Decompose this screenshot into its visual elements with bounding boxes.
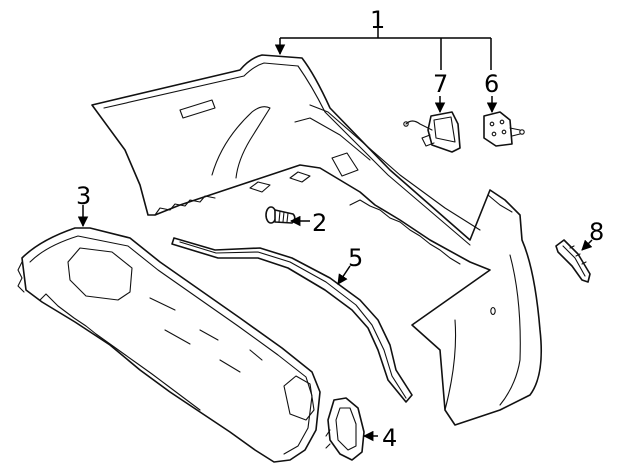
callout-5: 5	[348, 244, 363, 272]
side-bracket[interactable]	[555, 239, 591, 283]
callout-2: 2	[312, 209, 327, 237]
leader-lines	[77, 26, 593, 442]
callout-3: 3	[76, 182, 91, 210]
callout-6: 6	[484, 70, 499, 98]
callout-1: 1	[370, 6, 385, 34]
retaining-screw[interactable]	[265, 206, 296, 224]
parking-sensor-bracket[interactable]	[403, 111, 461, 153]
lower-diffuser-panel[interactable]	[17, 227, 321, 463]
reflector[interactable]	[325, 397, 365, 461]
callout-4: 4	[382, 424, 397, 452]
sensor-module-plate[interactable]	[483, 111, 525, 147]
trim-strip[interactable]	[171, 237, 413, 403]
callout-7: 7	[433, 70, 448, 98]
callout-8: 8	[589, 218, 604, 246]
bumper-cover[interactable]	[91, 54, 543, 426]
